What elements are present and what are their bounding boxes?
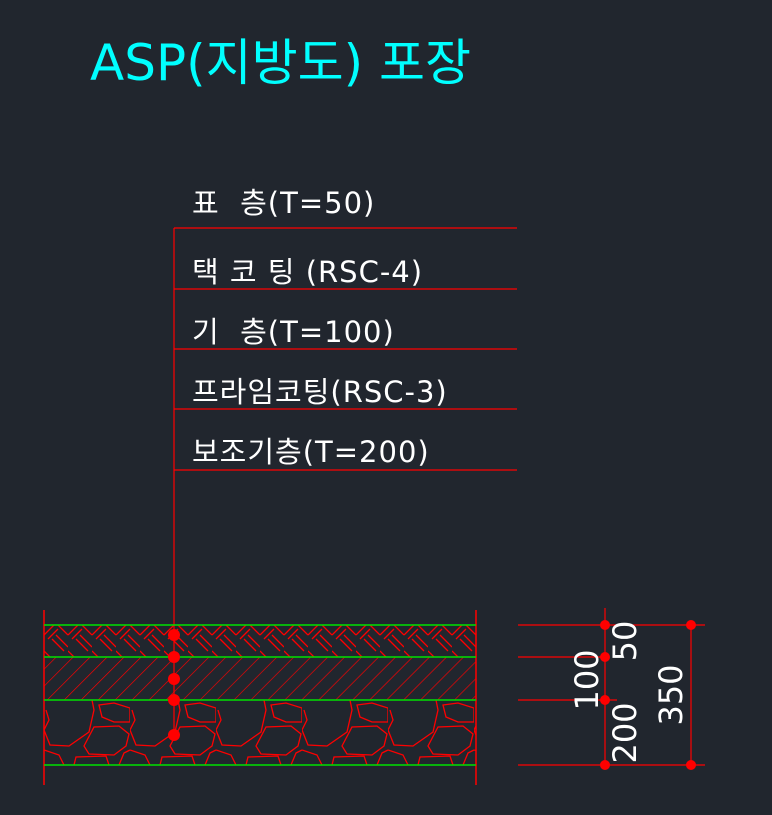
layer-label-tack-coat: 택 코 팅 (RSC-4) bbox=[192, 255, 423, 289]
layer-label-subbase: 보조기층(T=200) bbox=[192, 435, 430, 469]
dim-total: 350 bbox=[652, 664, 690, 725]
layer-label-surface: 표 층(T=50) bbox=[192, 186, 375, 220]
dimension-points bbox=[600, 620, 696, 770]
layer-label-base: 기 층(T=100) bbox=[192, 315, 395, 349]
layer-boundaries bbox=[44, 624, 476, 766]
section-hatching bbox=[44, 625, 476, 765]
leader-points bbox=[168, 629, 180, 741]
section-borders bbox=[43, 610, 477, 785]
drawing-title: ASP(지방도) 포장 bbox=[90, 34, 471, 92]
dim-surface: 50 bbox=[606, 621, 644, 662]
dim-subbase: 200 bbox=[606, 702, 644, 763]
dim-base: 100 bbox=[568, 649, 606, 710]
layer-label-prime-coat: 프라임코팅(RSC-3) bbox=[192, 375, 448, 409]
